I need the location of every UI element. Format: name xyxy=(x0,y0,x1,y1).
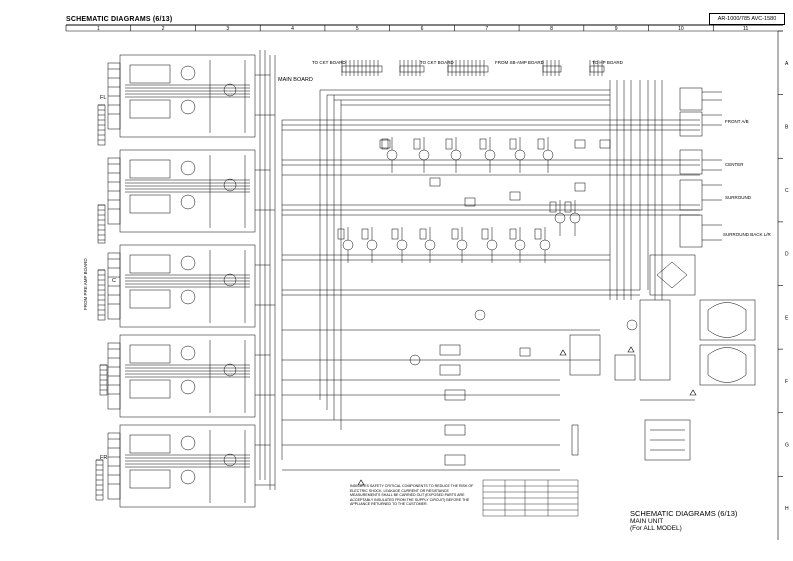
output-surround-back: SURROUND BACK L/R xyxy=(723,232,771,237)
amp-channel-block xyxy=(119,149,256,233)
relay xyxy=(509,191,521,201)
output-center: CENTER xyxy=(725,162,744,167)
transistor xyxy=(569,212,581,224)
relay xyxy=(464,197,476,207)
amp-channel-block xyxy=(119,424,256,508)
grid-row-label: A xyxy=(785,61,789,67)
transistor xyxy=(396,239,408,251)
from-sb-amp-board-label: FROM SB-AMP BOARD xyxy=(495,60,544,65)
amp-channel-block xyxy=(119,54,256,138)
relay xyxy=(599,139,611,149)
transistor xyxy=(539,239,551,251)
transistor xyxy=(514,149,526,161)
to-hp-board-label: TO HP BOARD xyxy=(592,60,623,65)
grid-col-label: 8 xyxy=(550,26,553,32)
grid-col-label: 9 xyxy=(615,26,618,32)
grid-col-label: 3 xyxy=(226,26,229,32)
transistor xyxy=(366,239,378,251)
amp-channel-block xyxy=(119,244,256,328)
grid-col-label: 2 xyxy=(162,26,165,32)
relay xyxy=(574,139,586,149)
grid-row-label: D xyxy=(785,252,789,258)
caption-line1: MAIN UNIT xyxy=(630,518,664,525)
grid-row-label: G xyxy=(785,443,789,449)
amp-channel-block xyxy=(119,334,256,418)
grid-col-label: 6 xyxy=(421,26,424,32)
transistor xyxy=(542,149,554,161)
from-pre-amp-board-label: FROM PRE AMP BOARD xyxy=(83,258,88,310)
top-connector xyxy=(542,65,562,73)
transistor xyxy=(514,239,526,251)
grid-row-label: C xyxy=(785,188,789,194)
left-connector xyxy=(97,204,106,244)
grid-col-label: 10 xyxy=(678,26,684,32)
transistor xyxy=(418,149,430,161)
output-front-ab: FRONT A/B xyxy=(725,119,749,124)
transistor xyxy=(450,149,462,161)
channel-fr-label: FR xyxy=(100,455,108,461)
grid-col-label: 5 xyxy=(356,26,359,32)
output-surround: SURROUND xyxy=(725,195,752,200)
caption-line2: (For ALL MODEL) xyxy=(630,525,682,532)
grid-row-label: B xyxy=(785,124,789,130)
relay xyxy=(429,177,441,187)
transistor xyxy=(424,239,436,251)
diagram-caption: SCHEMATIC DIAGRAMS (6/13) MAIN UNIT (For… xyxy=(630,509,737,532)
relay xyxy=(574,182,586,192)
transistor xyxy=(342,239,354,251)
safety-warning-text: INDICATES SAFETY CRITICAL COMPONENTS TO … xyxy=(350,484,474,507)
to-ckt-board-label-1: TO CKT BOARD xyxy=(312,60,346,65)
grid-col-label: 7 xyxy=(485,26,488,32)
relay xyxy=(379,139,391,149)
grid-row-label: H xyxy=(785,506,789,512)
grid-col-label: 4 xyxy=(291,26,294,32)
channel-fl-label: FL xyxy=(100,95,107,101)
transistor xyxy=(484,149,496,161)
grid-row-label: E xyxy=(785,315,789,321)
channel-c-label: C xyxy=(112,278,116,284)
main-board-label: MAIN BOARD xyxy=(278,77,313,83)
grid-col-label: 11 xyxy=(743,26,748,32)
page-title: SCHEMATIC DIAGRAMS (6/13) xyxy=(66,16,173,23)
transistor xyxy=(456,239,468,251)
grid-col-label: 1 xyxy=(97,26,100,32)
grid-row-label: F xyxy=(785,379,788,385)
transistor xyxy=(486,239,498,251)
transistor xyxy=(554,212,566,224)
caption-title: SCHEMATIC DIAGRAMS (6/13) xyxy=(630,509,738,518)
transistor xyxy=(386,149,398,161)
to-ckt-board-label-2: TO CKT BOARD xyxy=(420,60,454,65)
